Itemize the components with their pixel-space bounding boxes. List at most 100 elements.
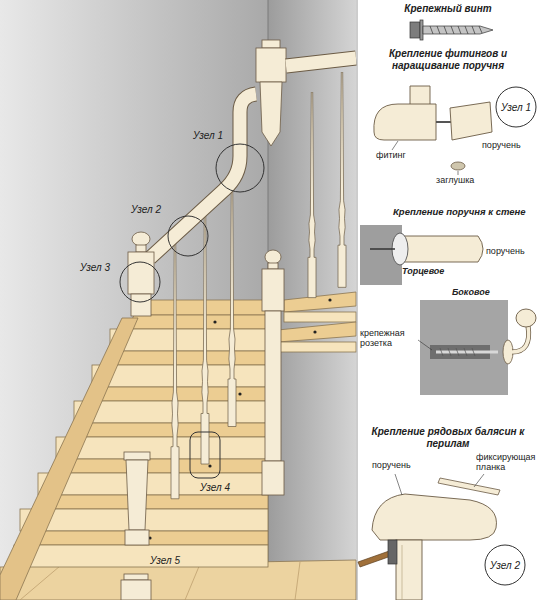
handrail-piece [450,102,492,140]
handrail-outline [150,94,256,258]
handrail-end [516,309,536,327]
riser [14,545,268,567]
callout-box [190,432,220,478]
post-neck [268,263,278,269]
bracket [512,326,529,352]
riser [92,365,268,387]
riser [38,473,268,495]
newel-neck [136,245,146,252]
bolt-dot [208,464,211,467]
callout-circle [496,87,536,127]
part-label: поручень [486,246,539,256]
post-block [256,48,286,82]
leader-line [395,474,402,495]
baluster [308,92,316,298]
mount-screw [370,248,395,250]
part-label: поручень [482,140,538,150]
newel-base [125,530,149,545]
upper-riser [278,342,356,352]
tread [74,423,268,437]
baluster-top [396,540,422,600]
subsection-title: Боковое [452,287,508,297]
post-shaft [265,311,281,461]
riser [110,329,268,351]
fixing-strip [438,478,500,495]
leader-line [474,474,484,487]
post-cap [262,40,280,48]
detail-callout-circle: Узел 1 [495,86,537,128]
floor-plank-line [185,564,200,600]
callout-label: Узел 5 [150,555,194,567]
callout-circle [216,144,264,192]
node-text-box: Узел 1 [495,86,537,128]
leader-line [458,171,459,175]
panel-divider [357,0,358,600]
leader-line [392,141,398,150]
mount-rosette [503,340,513,364]
plug [451,162,465,170]
tread [56,459,268,473]
section-title: Крепление поручня к стене [393,207,539,218]
section-title: Крепежный винт [362,3,534,15]
tread [128,315,268,329]
bolt-dot [313,330,316,333]
section-title: Крепление фитингов и наращивание поручня [362,48,534,71]
floor-plank-line [295,562,300,600]
wall-section [420,300,508,395]
part-label: поручень [372,460,428,470]
screw-shaft [423,26,493,34]
callout-number: Узел 1 [501,102,531,113]
callout-label: Узел 4 [200,482,244,494]
tread [110,351,268,365]
baluster [228,184,236,427]
part-label: фитинг [376,150,420,160]
tread [92,387,268,401]
handrail-profile [372,494,496,540]
handrail [286,58,356,66]
section-title: Крепление рядовых балясин к перилам [362,426,534,449]
handrail [150,94,256,258]
callout-number: Узел 2 [490,560,520,571]
callout-circle [168,216,208,256]
callout-label: Узел 2 [131,204,175,216]
post-block [121,580,151,600]
screw-thread [430,26,482,34]
newel-knob [132,232,150,246]
post-base [262,461,284,495]
part-label: заглушка [436,175,492,185]
subsection-title: Торцевое [402,266,458,276]
part-label: крепежная розетка [360,328,418,349]
post-knob [265,250,281,264]
left-wall [0,0,268,567]
baluster-groove [402,545,403,600]
upper-riser [284,312,356,322]
upper-tread [284,292,356,312]
part-label: фиксирующая планка [476,452,538,473]
landing [134,300,268,315]
upper-tread [278,322,356,342]
screw-head [410,22,420,38]
mount-screw [436,351,498,354]
screw-washer [420,20,423,40]
detail-panel [357,0,539,600]
callout-circle [120,262,160,302]
hammer-head [388,540,397,564]
callout-label: Узел 1 [193,130,237,142]
riser [74,401,268,423]
detail-callout-circle: Узел 2 [484,544,526,586]
newel-block [128,252,154,294]
riser [56,437,268,459]
node-text-box: Узел 2 [484,544,526,586]
post-cap [124,574,148,580]
bracket-outline [512,326,529,352]
handrail-outline [286,58,356,66]
callout-label: Узел 3 [80,262,124,274]
screw-thread [440,348,475,356]
callout-circle [485,545,525,585]
newel-cap [124,452,150,460]
post-block [262,269,284,311]
